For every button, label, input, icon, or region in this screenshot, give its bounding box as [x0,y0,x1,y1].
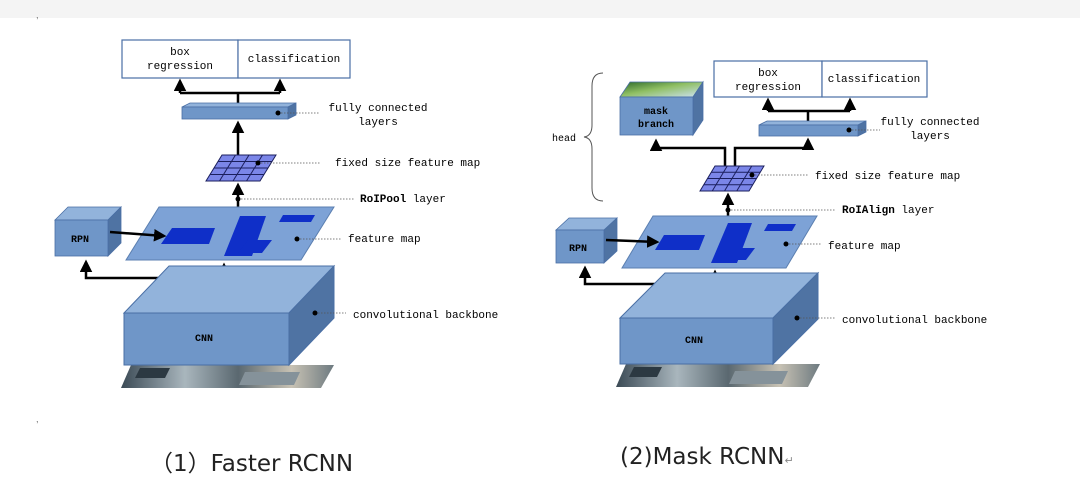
rpn-box [54,219,109,257]
fixed-map-label: fixed size feature map [335,158,480,170]
fc-layer-top [181,102,297,108]
roi-region [764,224,796,231]
box-regression-output [121,39,239,79]
cnn-label: CNN [685,336,703,347]
fc-label-line2: layers [910,131,950,143]
classification-output [237,39,351,79]
arrow-rpn-to-feature-map [605,235,660,248]
faster-rcnn-diagram: box regression classification fully conn… [54,39,498,388]
box-regression-label-line1: box [170,47,190,59]
roi-region [279,215,315,222]
box-regression-label-line2: regression [735,82,801,94]
fixed-map-label: fixed size feature map [815,171,960,183]
paragraph-mark: ↵ [784,454,794,467]
roipool-label: RoIPool layer [360,194,446,206]
roi-region [724,248,755,260]
box-regression-label-line1: box [758,68,778,80]
fc-label-line2: layers [358,117,398,129]
rpn-label: RPN [71,235,89,246]
format-mark: , [36,414,39,424]
fixed-size-feature-map [699,165,765,192]
arrow-to-mask-branch [649,138,727,166]
roi-region [655,235,705,250]
mask-branch-box [619,96,694,136]
fc-label-line1: fully connected [328,103,427,115]
arrow-to-fc [733,137,815,166]
mask-branch-label-line1: mask [644,106,668,118]
faster-rcnn-caption: （1）Faster RCNN [150,451,354,477]
feature-map-label: feature map [348,234,421,246]
cnn-label: CNN [195,334,213,345]
roi-region [161,228,215,244]
feature-map-label: feature map [828,241,901,253]
box-regression-label-line2: regression [147,61,213,73]
document-top-bar [0,0,1080,18]
fc-layer-top [758,120,867,126]
fork-connector [180,91,280,104]
rpn-box [555,229,605,264]
mask-branch-label-line2: branch [638,119,674,131]
roialign-label: RoIAlign layer [842,205,934,217]
classification-label: classification [828,74,920,86]
backbone-label: convolutional backbone [842,315,987,327]
cnn-block [123,312,290,366]
fc-layer [181,106,289,120]
fc-layer [758,124,859,137]
fork-connector [768,109,850,122]
mask-rcnn-diagram: head mask branch box regression classifi… [552,60,987,387]
classification-output [821,60,928,98]
roi-region [711,223,752,263]
rpn-label: RPN [569,244,587,255]
mask-image-top [619,81,704,98]
head-label: head [552,133,576,145]
arrow-rpn-to-feature-map [109,229,167,242]
head-brace [583,72,604,202]
backbone-label: convolutional backbone [353,310,498,322]
fixed-size-feature-map [205,154,277,182]
fc-label-line1: fully connected [880,117,979,129]
cnn-block [619,317,774,365]
roi-region [238,240,272,253]
format-mark: , [36,10,39,20]
classification-label: classification [248,54,340,66]
mask-rcnn-caption: (2)Mask RCNN↵ [620,444,794,470]
